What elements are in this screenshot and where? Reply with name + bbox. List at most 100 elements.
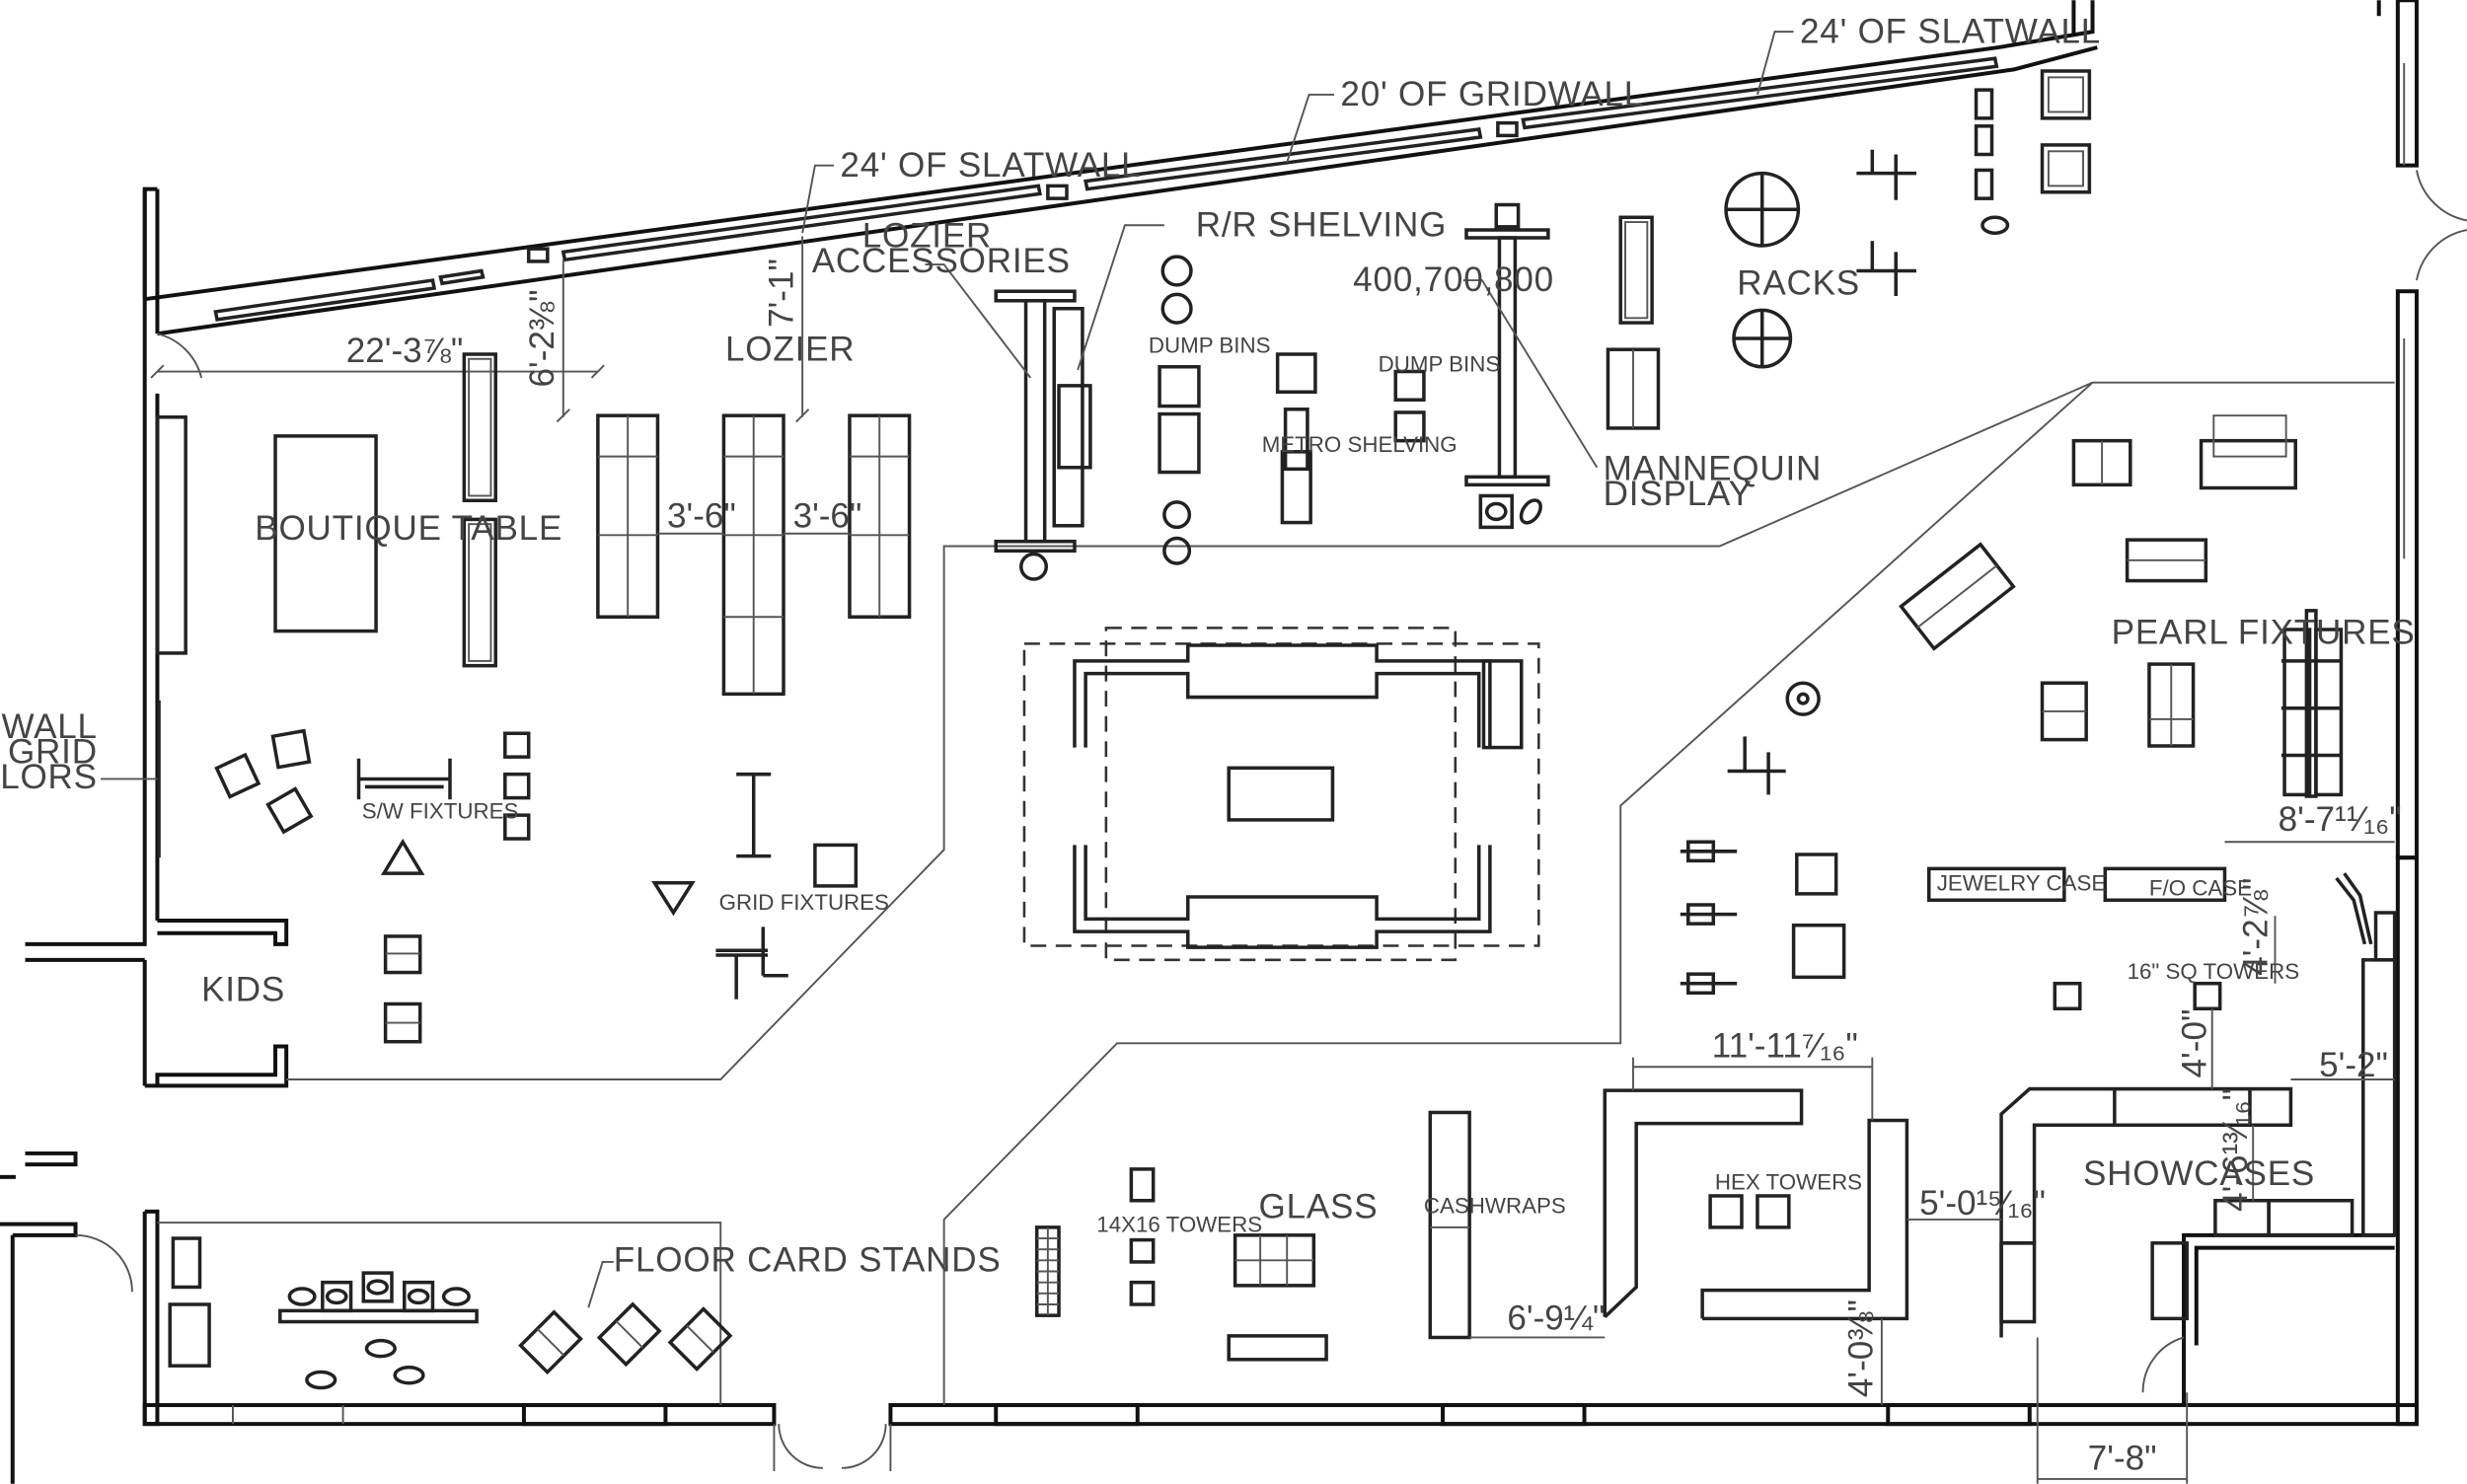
chair-1 <box>2040 69 2092 120</box>
label-model-numbers: 400,700,800 <box>1353 260 1554 299</box>
dim-4-0b: 4'-0⅜" <box>1841 1299 1880 1397</box>
label-jewelry-case: JEWELRY CASE <box>1937 871 2107 896</box>
front-left-wall <box>142 1209 160 1427</box>
hex-tower-wall-right <box>1700 1118 1909 1321</box>
label-mannequin-1: MANNEQUIN <box>1604 450 1822 488</box>
leader <box>587 1260 614 1308</box>
leader <box>1462 279 1599 469</box>
right-wall-niche <box>2373 911 2397 962</box>
dump-bin-round-4 <box>1162 536 1192 565</box>
floor-card-stand-2 <box>596 1301 662 1368</box>
dim-5-2: 5'-2" <box>2319 1046 2388 1084</box>
label-sq-towers: 16" SQ TOWERS <box>2128 959 2300 984</box>
round-rack-2 <box>1732 308 1793 369</box>
tower-square-1 <box>1795 853 1838 896</box>
center-display-outline-outer <box>1022 642 1540 947</box>
label-dump-bins-1: DUMP BINS <box>1149 333 1271 357</box>
round-rack-1 <box>1724 171 1801 248</box>
dim-11-11: 11'-11⁷⁄₁₆" <box>1712 1027 1858 1066</box>
leader <box>1286 93 1335 163</box>
label-slatwall-top-left: 24' OF SLATWALL <box>840 146 1141 185</box>
label-rr-shelving: R/R SHELVING <box>1196 205 1447 244</box>
tower-14x16-1 <box>1129 1167 1156 1203</box>
pearl-case-1 <box>2199 438 2297 490</box>
mannequin-display-fixture <box>1464 202 1550 530</box>
wall-fixtures-top <box>213 56 1999 322</box>
display-top-wall-inner <box>1084 671 1481 748</box>
sw-cube-3 <box>265 786 314 835</box>
label-hex-towers: HEX TOWERS <box>1715 1170 1862 1195</box>
grid-triangle <box>651 880 696 917</box>
cashwrap <box>1428 1110 1471 1340</box>
grid-i-fixture <box>736 772 772 858</box>
label-cashwraps: CASHWRAPS <box>1424 1194 1566 1219</box>
label-lozier-accessories-1: LOZIER <box>862 217 992 256</box>
back-room-wall-inner <box>2194 1245 2395 1346</box>
dim-tick <box>150 364 165 379</box>
dim-5-0: 5'-0¹⁵⁄₁₆" <box>1919 1184 2046 1223</box>
spinner-1 <box>1680 840 1738 863</box>
label-14x16-towers: 14X16 TOWERS <box>1096 1213 1262 1237</box>
back-showcase-3 <box>2150 1241 2189 1321</box>
shelf-inner <box>468 357 492 497</box>
spinner-3 <box>1680 972 1738 996</box>
shelf-inner <box>468 523 492 662</box>
dump-bin-round-2 <box>1160 292 1193 325</box>
showcase-run <box>1999 1086 2293 1338</box>
wall-bin-3 <box>1974 168 1994 200</box>
triangle-fixture <box>380 838 425 875</box>
hex-tower-2 <box>1756 1194 1791 1229</box>
back-room-door <box>2141 1336 2185 1393</box>
grid-t-fixture <box>715 927 788 1000</box>
label-slatwall-top-right: 24' OF SLATWALL <box>1800 12 2101 50</box>
top-slanted-wall <box>144 0 2095 302</box>
label-boutique-table: BOUTIQUE TABLE <box>255 509 562 548</box>
kids-room-bottom <box>144 1044 289 1088</box>
label-dump-bins-2: DUMP BINS <box>1379 352 1501 377</box>
small-cube-1 <box>503 731 531 759</box>
label-grid-fixtures: GRID FIXTURES <box>719 890 889 915</box>
dim-tick <box>590 364 605 379</box>
floor-card-stand-3 <box>667 1306 733 1372</box>
label-sw-fixtures: S/W FIXTURES <box>362 798 519 823</box>
pearl-case-1-top <box>2212 414 2287 458</box>
four-way-rack-2 <box>1856 241 1916 296</box>
label-slatwall-grid-colors: SLATWALL GRID COLORS <box>0 707 158 796</box>
sq-tower-2 <box>2193 981 2222 1011</box>
pearl-angled-case <box>1899 542 2016 651</box>
label-fo-case: F/O CASE <box>2149 875 2252 900</box>
floor-card-stand-1 <box>518 1309 583 1375</box>
hex-tower-1 <box>1708 1194 1744 1229</box>
sq-tower-1 <box>2053 981 2082 1011</box>
dim-6-2: 6'-2⅜" <box>523 289 561 387</box>
storefront-panel <box>1886 1403 2032 1427</box>
center-display-outline-inner <box>1104 627 1458 962</box>
chair-2 <box>2040 143 2092 194</box>
dump-bin-round-3 <box>1162 500 1192 530</box>
leader <box>1077 224 1164 371</box>
label-racks: RACKS <box>1737 263 1860 302</box>
pearl-wall-rack <box>2280 609 2344 798</box>
dim-6-9: 6'-9¼" <box>1507 1299 1605 1338</box>
front-shelf-1 <box>171 1236 202 1290</box>
floor-stand-3 <box>393 1366 425 1385</box>
back-room-wall <box>2182 1232 2395 1406</box>
right-zone-fixtures <box>1034 414 2397 1484</box>
wall-bin-1 <box>1974 88 1994 120</box>
dim-4-0: 4'-0" <box>2175 1009 2213 1078</box>
dim-3-6-a: 3'-6" <box>667 496 736 535</box>
display-bottom-wall-inner <box>1084 845 1481 922</box>
label-metro-shelving: METRO SHELVING <box>1262 432 1458 457</box>
angled-wall-fixture <box>2335 872 2373 945</box>
wall-bracket <box>526 247 550 263</box>
rr-shelving <box>994 289 1092 581</box>
right-wall-showcase <box>2361 958 2397 1237</box>
metro-cube <box>1275 352 1317 395</box>
label-mannequin-2: DISPLAY <box>1604 475 1753 513</box>
spinner-2 <box>1680 903 1738 926</box>
left-slatwall-strip <box>155 415 187 655</box>
card-stand-base <box>278 1308 479 1324</box>
dim-3-6-b: 3'-6" <box>793 496 862 535</box>
dim-22-3: 22'-3⅞" <box>346 332 464 370</box>
